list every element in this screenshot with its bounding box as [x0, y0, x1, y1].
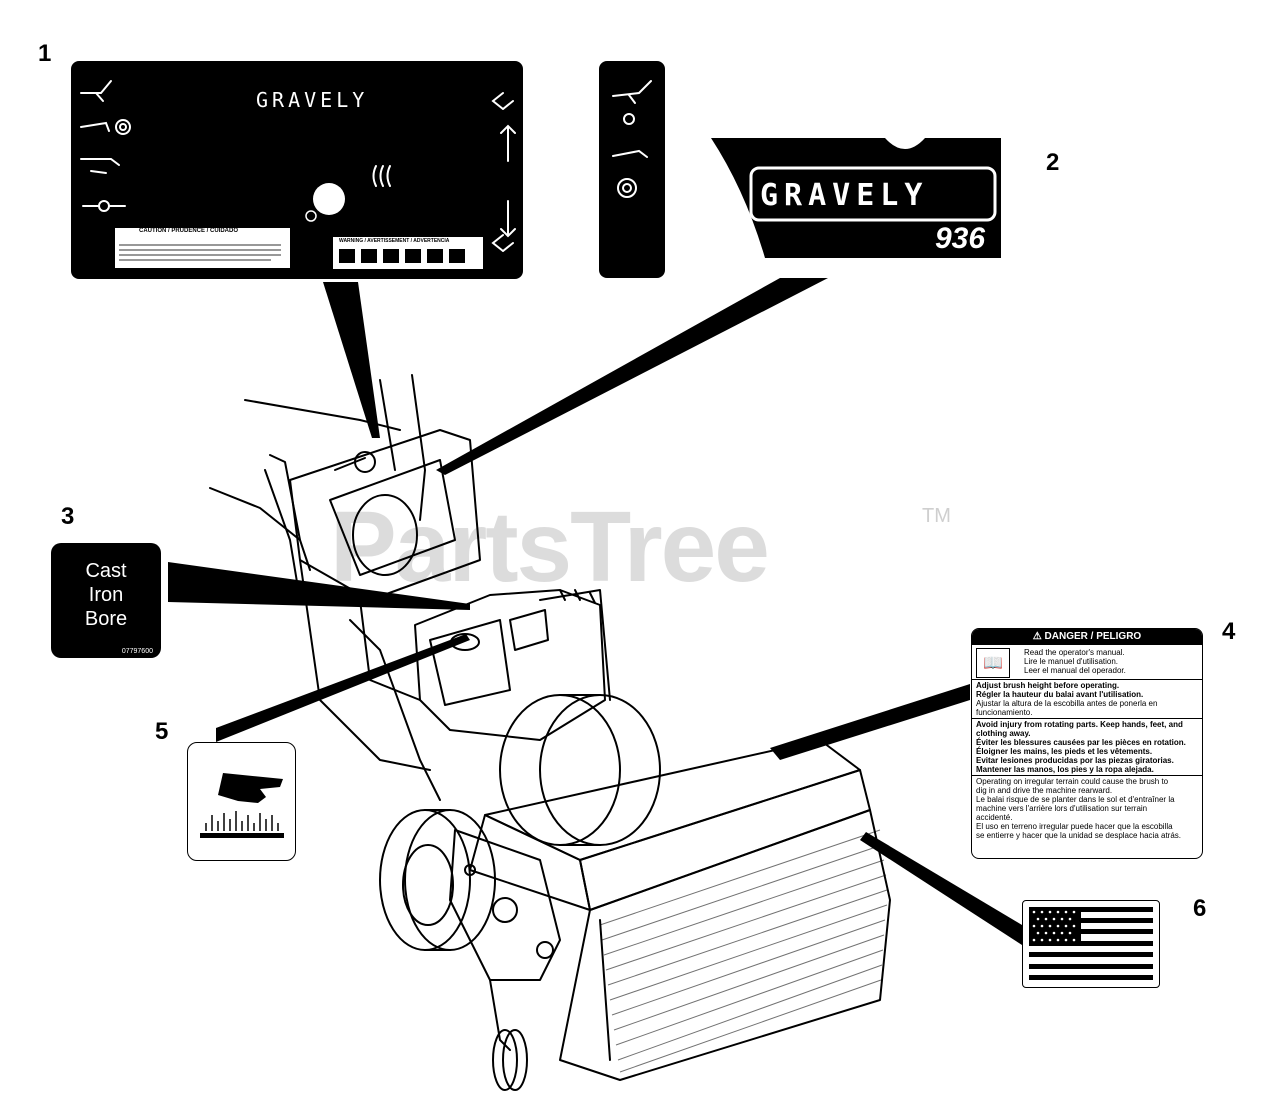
decal-3-line-2: Iron	[88, 584, 124, 606]
decal-4-manual-2: Lire le manuel d'utilisation.	[1024, 657, 1119, 666]
callout-5: 5	[155, 718, 169, 745]
decal-1-brand: GRAVELY	[256, 88, 369, 112]
callout-6: 6	[1193, 895, 1207, 922]
decal-6-us-flag	[1022, 900, 1160, 988]
decal-1-side-panel	[599, 61, 665, 278]
decal-2-model: 936	[935, 222, 986, 255]
callout-3: 3	[61, 503, 75, 530]
decal-4-terrain-4: machine vers l'arrière lors d'utilisatio…	[976, 804, 1148, 813]
manual-book-icon: 📖	[976, 648, 1010, 678]
decal-4-adjust-4: funcionamiento.	[976, 708, 1033, 717]
decal-5-hand-brush	[187, 742, 296, 861]
us-flag-icon	[1029, 907, 1153, 980]
decal-4-adjust-2: Régler la hauteur du balai avant l'utili…	[976, 690, 1144, 699]
decal-2-brand: GRAVELY	[760, 178, 929, 213]
decal-4-manual-1: Read the operator's manual.	[1024, 648, 1125, 657]
decal-4-adjust-3: Ajustar la altura de la escobilla antes …	[976, 699, 1158, 708]
trademark-mark: TM	[922, 505, 951, 527]
decal-4-rotating-1: Avoid injury from rotating parts. Keep h…	[976, 720, 1183, 729]
decal-4-terrain-1: Operating on irregular terrain could cau…	[976, 777, 1169, 786]
decal-1-caution-title: CAUTION / PRUDENCE / CUIDADO	[139, 228, 239, 234]
decal-3-cast-iron-bore: Cast Iron Bore 07797600	[51, 543, 161, 658]
decal-4-terrain-6: El uso en terreno irregular puede hacer …	[976, 822, 1173, 831]
decal-4-terrain-2: dig in and drive the machine rearward.	[976, 786, 1113, 795]
watermark: PartsTree	[330, 491, 770, 603]
decal-4-terrain-5: accidenté.	[976, 813, 1013, 822]
decal-2-shape	[711, 138, 1001, 258]
decal-3-line-3: Bore	[84, 608, 128, 630]
callout-2: 2	[1046, 149, 1060, 176]
decal-4-rotating-4: Éloigner les mains, les pieds et les vêt…	[976, 747, 1153, 756]
decal-4-title: ⚠ DANGER / PELIGRO	[972, 629, 1202, 645]
warning-triangle-icon: ⚠	[1032, 631, 1045, 642]
callout-1: 1	[38, 40, 52, 67]
decal-4-manual-3: Leer el manual del operador.	[1024, 666, 1126, 675]
decal-4-rotating-2: clothing away.	[976, 729, 1031, 738]
hand-brush-icon	[200, 773, 284, 838]
decal-4-adjust-1: Adjust brush height before operating.	[976, 681, 1120, 690]
side-panel-symbols	[612, 80, 652, 198]
decal-4-terrain-3: Le balai risque de se planter dans le so…	[976, 795, 1175, 804]
decal-4-danger: ⚠ DANGER / PELIGRO 📖 Read the operator's…	[971, 628, 1203, 859]
decal-4-terrain-7: se entierre y hacer que la unidad se des…	[976, 831, 1182, 840]
decal-1-symbols	[80, 80, 516, 269]
decal-1-control-panel: GRAVELY CAUTION / PRUDENCE / C	[71, 61, 523, 279]
decal-3-line-1: Cast	[85, 560, 127, 582]
callout-4: 4	[1222, 618, 1236, 645]
decal-4-rotating-3: Éviter les blessures causées par les piè…	[976, 738, 1186, 747]
decal-4-rotating-6: Mantener las manos, los pies y la ropa a…	[976, 765, 1154, 774]
decal-4-rotating-5: Evitar lesiones producidas por las pieza…	[976, 756, 1174, 765]
decal-1-warning-title: WARNING / AVERTISSEMENT / ADVERTENCIA	[339, 238, 450, 244]
decal-3-part-number: 07797600	[121, 648, 153, 655]
